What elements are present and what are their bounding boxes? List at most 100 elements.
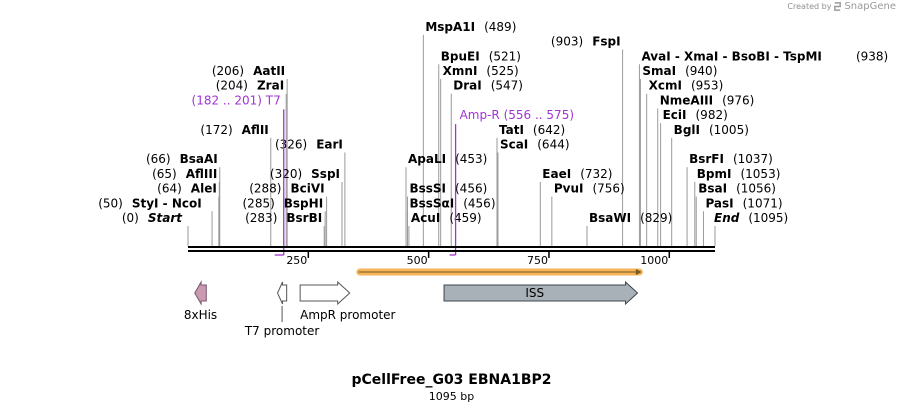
site-name: SmaI [642,64,676,78]
site-name: EarI [316,138,343,152]
site-name: BglI [674,123,700,137]
site-position: (66) [146,152,171,166]
site-position: (1053) [740,167,780,181]
site-eari: (326) EarI [275,138,343,152]
primer-amp-r: Amp-R (556 .. 575) [449,108,574,256]
site-eaei: (732) EaeI [542,167,612,181]
site-name: BsrBI [286,211,322,225]
feature-label: 8xHis [184,308,217,322]
site-name: EciI [663,108,687,122]
site-position: (521) [489,49,521,63]
site-sspi: (320) SspI [270,167,340,181]
site-name: AflIII [186,167,218,181]
site-bpmi: (1053)BpmI [697,167,781,181]
site-aflii: (172)AflII [200,123,268,137]
feature-ampr-promoter: AmpR promoter [299,280,396,322]
site-position: (525) [486,64,518,78]
site-labels: (0)Start(50)StyI - NcoI(64)AleI(65) AflII… [98,20,888,225]
site-name: BssSαI [409,196,454,210]
site-name: AflII [242,123,269,137]
site-position: (903) [551,35,583,49]
primer-label: Amp-R (556 .. 575) [460,108,574,122]
site-position: (976) [722,93,754,107]
site-position: (288) [249,182,281,196]
site-name: BsaWI [589,211,631,225]
site-position: (453) [455,152,487,166]
snapgene-logo-icon [834,2,842,11]
site-name: MspA1I [425,20,475,34]
site-name: BciVI [290,182,324,196]
site-bpuei: (521) BpuEI [441,49,521,63]
tick-label: 500 [407,254,428,267]
credit-text: Created by [787,2,832,11]
site-name: StyI - NcoI [132,196,202,210]
feature-iss: ISS [443,280,639,306]
site-name: BssSI [409,182,446,196]
site-apali: (453) ApaLI [408,152,487,166]
site-position: (732) [580,167,612,181]
snapgene-credit: Created by SnapGene [787,1,896,12]
site-position: (283) [245,211,277,225]
site-position: (285) [243,196,275,210]
site-smai: (940) SmaI [642,64,717,78]
feature-label: ISS [525,286,544,300]
site-name: EaeI [542,167,571,181]
tick-label: 1000 [640,254,668,267]
site-position: (0) [122,211,139,225]
site-xcmi: (953)XcmI [649,79,724,93]
feature-shape [443,280,639,306]
site-position: (204) [216,79,248,93]
site-mspa1i: (489)MspA1I [425,20,516,34]
site-xmni: (525) XmnI [443,64,519,78]
site-styi-ncoi: (50)StyI - NcoI [98,196,202,210]
site-bgli: (1005)BglI [674,123,749,137]
site-bsrbi: (283) BsrBI [245,211,322,225]
site-bsphi: (285) BspHI [243,196,324,210]
feature-8xhis: 8xHis [184,280,217,322]
site-name: ScaI [500,138,528,152]
site-name: NmeAIII [660,93,713,107]
site-alei: (64)AleI [157,182,217,196]
site-scai: (644) ScaI [500,138,570,152]
site-position: (65) [152,167,177,181]
site-position: (938) [856,49,888,63]
site-position: (456) [455,182,487,196]
site-end: (1095)End [714,211,788,225]
site-afliii: (65) AflIII [152,167,217,181]
site-position: (547) [491,79,523,93]
site-start: (0)Start [122,211,183,225]
site-position: (644) [537,138,569,152]
map-length: 1095 bp [428,390,475,403]
tick-label: 250 [286,254,307,267]
site-name: XmnI [443,64,478,78]
site-name: AleI [191,182,217,196]
site-name: PvuI [554,182,584,196]
site-position: (320) [270,167,302,181]
site-name: PasI [705,196,733,210]
site-fspi: (903) FspI [551,35,621,49]
site-acui: (459)AcuI [411,211,482,225]
site-name: TatI [499,123,524,137]
site-pasi: (1071) PasI [705,196,782,210]
site-name: SspI [311,167,340,181]
feature-label: T7 promoter [244,324,320,338]
site-bcivi: (288) BciVI [249,182,324,196]
features: 8xHis T7 promoter AmpR promoter ISS [184,280,639,338]
map-title: pCellFree_G03 EBNA1BP2 [351,372,552,388]
site-lines [187,34,716,246]
site-name: BspHI [284,196,323,210]
site-drai: (547)DraI [453,79,523,93]
site-name: BpuEI [441,49,480,63]
site-name: ApaLI [408,152,446,166]
site-bsss-i: (456) BssSαI [409,196,495,210]
site-position: (326) [275,138,307,152]
site-name: BsaAI [180,152,218,166]
site-position: (756) [592,182,624,196]
site-position: (940) [685,64,717,78]
site-name: FspI [592,35,620,49]
site-position: (456) [463,196,495,210]
site-name: AvaI - XmaI - BsoBI - TspMI [641,49,821,63]
site-position: (1071) [743,196,783,210]
